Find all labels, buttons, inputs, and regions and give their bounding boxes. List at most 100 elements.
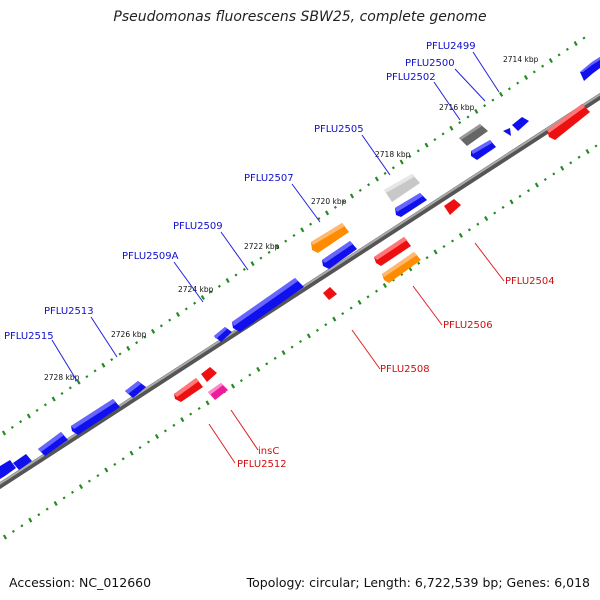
tick-mark (507, 87, 511, 91)
tick-mark (76, 379, 81, 385)
gene-PFLU2514[interactable] (71, 399, 120, 435)
tick-mark (424, 142, 429, 148)
tick-mark (516, 81, 520, 85)
tick-mark (366, 295, 370, 299)
tick-mark (458, 232, 463, 238)
label-insC: insC (258, 446, 279, 457)
tick-mark (53, 500, 58, 506)
tick-mark (93, 369, 97, 373)
tick-mark (441, 132, 445, 136)
tick-mark (11, 529, 15, 533)
reverse-leader-lines (208, 242, 505, 464)
kbp-label-2714: 2714 kbp (503, 55, 539, 64)
tick-mark (332, 316, 337, 322)
tick-mark (159, 324, 163, 328)
tick-mark (242, 267, 246, 271)
gene-PFLU2500[interactable] (503, 117, 529, 136)
outer-tick-track (1, 36, 586, 436)
kbp-label-2718: 2718 kbp (375, 150, 411, 159)
label-PFLU2509: PFLU2509 (173, 221, 223, 232)
gene-PFLU2508[interactable] (323, 287, 337, 300)
tick-mark (104, 467, 109, 473)
tick-mark (96, 474, 100, 478)
tick-mark (85, 375, 89, 379)
tick-mark (135, 341, 139, 345)
tick-mark (333, 205, 337, 209)
genome-backbone (0, 92, 600, 490)
tick-mark (126, 345, 131, 351)
tick-mark (341, 312, 345, 316)
tick-mark (265, 362, 269, 366)
gene-PFLU2503[interactable] (471, 140, 496, 160)
kbp-label-2720: 2720 kbp (311, 197, 347, 206)
reverse-strand-features (174, 104, 590, 402)
tick-mark (26, 413, 31, 419)
gene-PFLU2506b[interactable] (382, 252, 421, 283)
tick-mark (543, 177, 547, 182)
genome-summary-text: Topology: circular; Length: 6,722,539 bp… (246, 575, 590, 590)
kbp-label-2724: 2724 kbp (178, 285, 214, 294)
tick-mark (324, 323, 328, 327)
tick-mark (37, 513, 41, 517)
tick-mark (200, 295, 205, 301)
gene-PFLU2509[interactable] (232, 278, 304, 332)
tick-mark (267, 250, 271, 254)
tick-mark (399, 159, 404, 165)
tick-mark (68, 386, 72, 390)
tick-mark (532, 70, 536, 74)
gene-PFLU2502[interactable] (459, 124, 488, 146)
tick-mark (383, 171, 387, 175)
gene-PFLU2501[interactable] (547, 104, 590, 140)
gene-PFLU2505[interactable] (384, 174, 420, 202)
gene-PFLU2499[interactable] (580, 57, 600, 81)
gene-insC[interactable] (208, 383, 228, 400)
tick-mark (582, 36, 586, 40)
tick-mark (594, 144, 598, 148)
gene-PFLU2504[interactable] (444, 199, 461, 215)
tick-mark (62, 496, 66, 500)
gene-PFLU2511[interactable] (201, 367, 217, 382)
tick-mark (306, 333, 311, 339)
gene-PFLU2505b[interactable] (395, 193, 427, 217)
tick-mark (250, 261, 255, 267)
tick-mark (168, 318, 172, 322)
tick-mark (51, 396, 56, 402)
tick-mark (118, 352, 122, 356)
tick-mark (189, 412, 193, 416)
tick-mark (234, 273, 238, 277)
label-PFLU2500: PFLU2500 (405, 58, 455, 69)
tick-mark (324, 210, 330, 216)
gene-PFLU2515[interactable] (38, 432, 68, 456)
tick-mark (239, 379, 243, 383)
tick-mark (281, 350, 286, 356)
label-PFLU2499: PFLU2499 (426, 41, 476, 52)
gene-PFLU2509A[interactable] (214, 327, 232, 342)
kbp-label-2716: 2716 kbp (439, 103, 475, 112)
tick-mark (78, 484, 84, 490)
tick-mark (474, 108, 479, 114)
tick-mark (45, 507, 49, 511)
gene-PFLU2506[interactable] (374, 237, 411, 266)
tick-mark (342, 200, 346, 204)
tick-mark (256, 366, 261, 372)
label-PFLU2505: PFLU2505 (314, 124, 364, 135)
tick-mark (565, 47, 569, 51)
gene-PFLU2513[interactable] (125, 381, 146, 398)
tick-mark (467, 228, 471, 232)
tick-mark (433, 249, 438, 255)
tick-mark (180, 417, 185, 423)
gene-PFLU2516[interactable] (0, 454, 32, 479)
tick-mark (315, 328, 319, 332)
gene-PFLU2507b[interactable] (322, 241, 357, 269)
gene-PFLU2507[interactable] (311, 223, 349, 253)
tick-mark (458, 121, 462, 125)
tick-mark (476, 222, 480, 226)
tick-mark (382, 283, 387, 289)
tick-mark (498, 91, 504, 97)
tick-mark (349, 193, 355, 199)
gene-PFLU2512[interactable] (174, 378, 203, 402)
label-PFLU2513: PFLU2513 (44, 306, 94, 317)
tick-mark (367, 183, 371, 187)
tick-mark (408, 154, 412, 159)
